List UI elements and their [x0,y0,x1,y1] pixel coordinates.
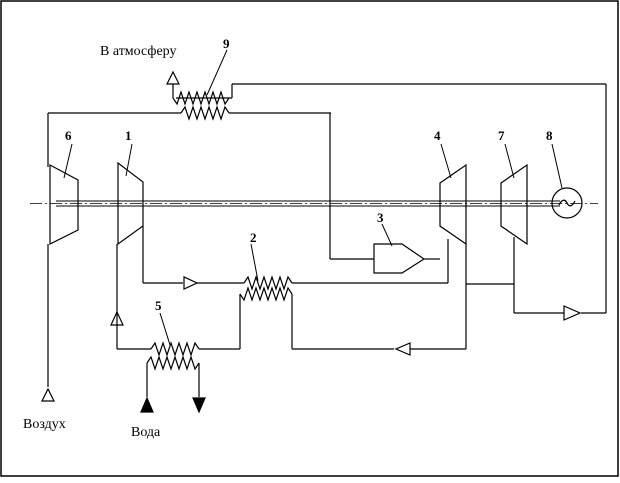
label-2: 2 [250,230,257,245]
shaft [30,200,598,207]
combustion-chamber-3 [373,243,440,274]
atmosphere-label: В атмосферу [100,44,177,59]
exhaust-line [166,70,607,321]
air-intake [41,113,55,402]
label-9: 9 [223,36,230,51]
heat-exchanger-9 [48,90,374,260]
turbine-4 [439,163,467,246]
label-1: 1 [125,128,132,143]
water-cooler-5 [110,244,240,414]
text-labels: В атмосферу Воздух Вода [23,44,177,440]
leader-lines [63,49,563,346]
air-label: Воздух [23,417,66,432]
recuperator-2 [142,226,514,356]
label-7: 7 [498,128,505,143]
label-5: 5 [155,298,162,313]
label-4: 4 [434,128,441,143]
label-8: 8 [546,128,553,143]
label-3: 3 [377,210,384,225]
water-label: Вода [131,425,161,440]
component-numbers: 1 2 3 4 5 6 7 8 9 [65,36,553,313]
generator-8 [551,187,583,219]
label-6: 6 [65,128,72,143]
compressor-6 [49,163,79,245]
turbine-7 [500,163,528,246]
